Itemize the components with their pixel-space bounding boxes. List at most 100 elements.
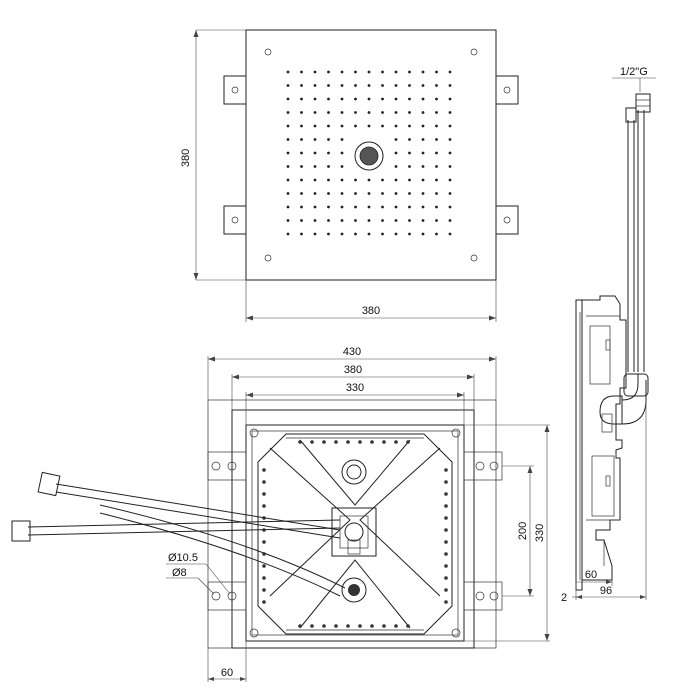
nozzle-icon	[381, 84, 384, 87]
nozzle-icon	[381, 124, 384, 128]
nozzle-icon	[367, 205, 371, 209]
nozzle-icon	[448, 151, 452, 155]
nozzle-icon	[448, 97, 452, 101]
nozzle-icon	[300, 138, 303, 141]
nozzle-icon	[340, 70, 344, 74]
nozzle-icon	[313, 70, 317, 74]
width-330-label: 330	[346, 382, 364, 394]
nozzle-icon	[327, 232, 330, 236]
nozzle-icon	[340, 84, 344, 87]
nozzle-icon	[367, 84, 371, 87]
nozzle-icon	[421, 151, 425, 155]
nozzle-icon	[394, 138, 398, 141]
height-330-label: 330	[534, 524, 546, 542]
perimeter-hole-icon	[444, 540, 448, 544]
nozzle-icon	[435, 124, 438, 128]
nozzle-icon	[354, 219, 357, 222]
flexible-hose-return	[99, 504, 346, 597]
width-430-label: 430	[343, 346, 361, 358]
nozzle-icon	[367, 219, 371, 222]
nozzle-icon	[408, 232, 411, 236]
nozzle-icon	[354, 192, 357, 195]
nozzle-icon	[381, 178, 384, 182]
screw-icon	[451, 628, 461, 638]
base-plate	[245, 424, 465, 642]
nozzle-icon	[340, 192, 344, 195]
perimeter-hole-icon	[262, 468, 266, 472]
nozzle-icon	[327, 165, 330, 168]
nozzle-icon	[286, 219, 290, 222]
nozzle-icon	[340, 178, 344, 182]
perimeter-hole-icon	[444, 468, 448, 472]
nozzle-icon	[327, 138, 330, 141]
nozzle-icon	[381, 70, 384, 74]
nozzle-icon	[448, 205, 452, 209]
perimeter-hole-icon	[322, 624, 326, 628]
perimeter-hole-icon	[406, 624, 410, 628]
nozzle-icon	[327, 151, 330, 155]
nozzle-icon	[313, 97, 317, 101]
nozzle-icon	[421, 84, 425, 87]
nozzle-icon	[421, 138, 425, 141]
offset-60-label: 60	[221, 667, 233, 679]
perimeter-hole-icon	[334, 624, 338, 628]
nozzle-icon	[435, 165, 438, 168]
flexible-hose-lower	[11, 519, 341, 542]
perimeter-hole-icon	[334, 440, 338, 444]
nozzle-icon	[327, 124, 330, 128]
screw-icon	[470, 48, 478, 56]
nozzle-icon	[408, 138, 411, 141]
nozzle-icon	[408, 111, 411, 114]
water-outlet-icon	[341, 577, 367, 603]
nozzle-icon	[448, 219, 452, 222]
side-depth-96-label: 96	[600, 585, 612, 597]
nozzle-icon	[421, 165, 425, 168]
nozzle-icon	[313, 192, 317, 195]
nozzle-icon	[340, 138, 344, 141]
screw-icon	[451, 428, 461, 438]
perimeter-hole-icon	[394, 440, 398, 444]
nozzle-icon	[354, 111, 357, 114]
perimeter-hole-icon	[444, 492, 448, 496]
perimeter-hole-icon	[262, 540, 266, 544]
nozzle-icon	[367, 111, 371, 114]
nozzle-icon	[286, 165, 290, 168]
nozzle-icon	[300, 124, 303, 128]
nozzle-icon	[286, 151, 290, 155]
nozzle-icon	[394, 178, 398, 182]
nozzle-icon	[313, 219, 317, 222]
nozzle-icon	[381, 219, 384, 222]
nozzle-icon	[300, 165, 303, 168]
nozzle-icon	[421, 219, 425, 222]
perimeter-hole-icon	[262, 564, 266, 568]
nozzle-icon	[435, 232, 438, 236]
nozzle-icon	[354, 232, 357, 236]
perimeter-hole-icon	[444, 504, 448, 508]
bottom-view: 430 380 330 200 330 Ø10.5 Ø8 60	[11, 346, 550, 682]
nozzle-icon	[340, 124, 344, 128]
nozzle-icon	[408, 192, 411, 195]
nozzle-icon	[448, 70, 452, 74]
side-offset-2-label: 2	[561, 592, 567, 604]
inner-frame	[231, 409, 475, 649]
nozzle-icon	[327, 178, 330, 182]
mount-bracket-bottom-left	[223, 205, 247, 235]
side-body	[582, 295, 627, 581]
central-valve	[331, 507, 377, 557]
perimeter-hole-icon	[310, 440, 314, 444]
nozzle-icon	[300, 205, 303, 209]
height-200-label: 200	[517, 522, 529, 540]
nozzle-icon	[286, 70, 290, 74]
width-380-label: 380	[344, 364, 362, 376]
nozzle-icon	[313, 165, 317, 168]
nozzle-icon	[313, 178, 317, 182]
nozzle-icon	[381, 111, 384, 114]
nozzle-icon	[313, 151, 317, 155]
nozzle-icon	[367, 192, 371, 195]
nozzle-icon	[340, 205, 344, 209]
nozzle-icon	[367, 70, 371, 74]
perimeter-hole-icon	[444, 516, 448, 520]
hole-diameter-8-label: Ø8	[172, 567, 187, 579]
nozzle-icon	[448, 232, 452, 236]
nozzle-icon	[354, 97, 357, 101]
